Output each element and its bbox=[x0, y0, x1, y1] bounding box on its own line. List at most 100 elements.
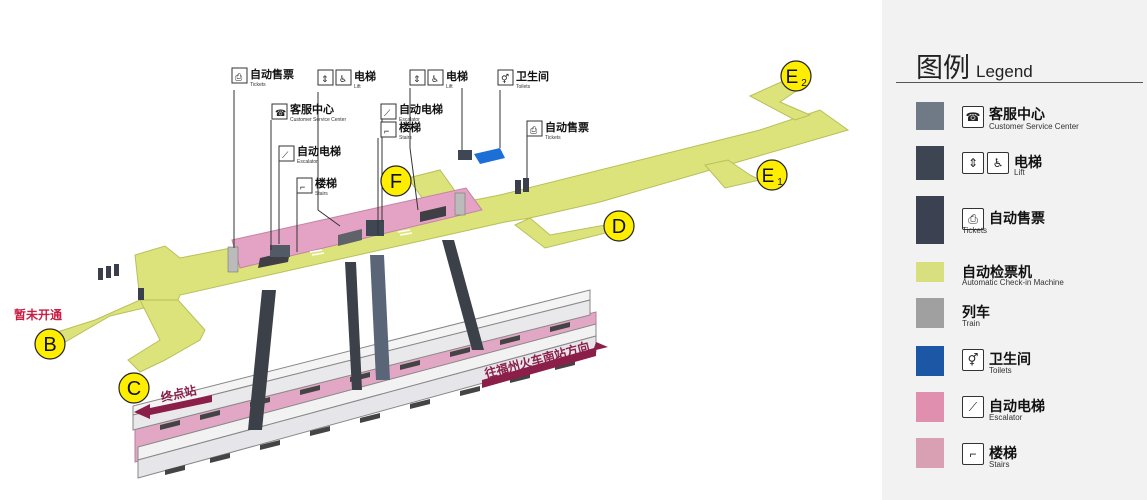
legend-swatch-tickets bbox=[916, 196, 944, 244]
escalator-center bbox=[338, 229, 362, 246]
escalator-icon: ⟋ bbox=[384, 108, 391, 118]
customer-service-icon: ☎ bbox=[275, 108, 286, 118]
station-map: ⎙ 自动售票 Tickets ⇕ ♿ 电梯 Lift ☎ 客服中心 Custom… bbox=[14, 60, 850, 479]
toilet-icon: ⚥ bbox=[962, 349, 984, 371]
entrance-c[interactable]: C bbox=[118, 372, 150, 404]
legend-label-en: Automatic Check-in Machine bbox=[962, 278, 1064, 287]
callout-label-zh: 自动售票 bbox=[250, 67, 294, 81]
ticket-machine-icon: ⎙ bbox=[530, 125, 538, 135]
callout-lines bbox=[233, 88, 528, 252]
callout-label-en: Lift bbox=[446, 84, 453, 90]
legend-label-zh: 卫生间 bbox=[989, 351, 1031, 367]
legend-title-zh: 图例 bbox=[916, 53, 970, 83]
callout-label-en: Stairs bbox=[399, 135, 412, 141]
legend-label-zh: 列车 bbox=[962, 304, 990, 320]
entrance-d[interactable]: D bbox=[603, 210, 635, 242]
callout-label-zh: 自动电梯 bbox=[297, 144, 341, 158]
legend-label-zh: 楼梯 bbox=[989, 445, 1017, 461]
concourse-branch-d bbox=[514, 217, 611, 249]
legend-swatch-customer-service bbox=[916, 102, 944, 130]
legend-swatch-stairs bbox=[916, 438, 944, 468]
concourse-branch-e1 bbox=[704, 159, 762, 189]
stairs-icon: ⌐ bbox=[384, 126, 389, 136]
check-in-gates bbox=[227, 192, 466, 273]
legend-swatch-check-in bbox=[916, 262, 944, 282]
escalator-right bbox=[420, 206, 446, 222]
callout-stairs-left: ⌐ 楼梯 Stairs bbox=[296, 176, 337, 197]
entrance-letter: E bbox=[786, 67, 799, 88]
lift-icon: ⇕ bbox=[413, 74, 421, 84]
legend-label-en: Toilets bbox=[989, 366, 1012, 375]
entrance-letter: E bbox=[762, 166, 775, 187]
legend-label-zh: 电梯 bbox=[1014, 154, 1042, 170]
wheelchair-icon: ♿ bbox=[987, 152, 1009, 174]
toilet-icon: ⚥ bbox=[501, 73, 509, 84]
legend-swatch-lift bbox=[916, 146, 944, 180]
callout-label-zh: 电梯 bbox=[446, 69, 468, 83]
callout-label-zh: 自动售票 bbox=[545, 120, 589, 134]
callout-tickets-left: ⎙ 自动售票 Tickets bbox=[231, 67, 294, 88]
legend-label-en: Customer Service Center bbox=[989, 122, 1079, 131]
callout-label-en: Escalator bbox=[297, 159, 318, 165]
legend-label-en: Lift bbox=[1014, 168, 1025, 177]
lift-box-upper bbox=[458, 150, 472, 160]
callout-label-zh: 电梯 bbox=[354, 69, 376, 83]
callout-label-en: Tickets bbox=[545, 135, 561, 141]
legend-label-zh: 客服中心 bbox=[989, 106, 1045, 122]
concourse-branch-c bbox=[127, 299, 206, 373]
lift-icon: ⇕ bbox=[321, 74, 329, 84]
callout-label-zh: 客服中心 bbox=[289, 102, 334, 116]
toilet-block bbox=[474, 148, 505, 164]
customer-service-icon: ☎ bbox=[962, 106, 984, 128]
callout-toilets: ⚥ 卫生间 Toilets bbox=[497, 69, 549, 90]
entrance-e1[interactable]: E 1 bbox=[756, 159, 788, 191]
callout-lift-left: ⇕ ♿ 电梯 Lift bbox=[317, 69, 376, 90]
callout-customer-service: ☎ 客服中心 Customer Service Center bbox=[271, 102, 346, 123]
entrance-letter: D bbox=[612, 216, 626, 238]
lift-icon: ⇕ bbox=[962, 152, 984, 174]
legend-label-zh: 自动售票 bbox=[989, 210, 1045, 226]
entrance-f[interactable]: F bbox=[380, 165, 412, 197]
wheelchair-icon: ♿ bbox=[339, 74, 347, 84]
ticket-machine-icon: ⎙ bbox=[962, 208, 984, 230]
entrance-letter: F bbox=[390, 171, 402, 193]
legend-label-zh: 自动检票机 bbox=[962, 264, 1032, 280]
platform-level bbox=[132, 289, 597, 479]
customer-service-box bbox=[270, 245, 290, 257]
callout-label-en: Toilets bbox=[516, 84, 531, 90]
ticket-machine-icon: ⎙ bbox=[235, 72, 243, 82]
legend-swatch-escalator bbox=[916, 392, 944, 422]
stairs-icon: ⌐ bbox=[300, 182, 305, 192]
callout-label-en: Escalator bbox=[399, 117, 420, 123]
escalator-shaft-mid bbox=[345, 262, 362, 390]
entrance-subscript: 2 bbox=[801, 78, 807, 89]
entrance-e2[interactable]: E 2 bbox=[780, 60, 812, 92]
legend-swatch-toilets bbox=[916, 346, 944, 376]
entrance-subscript: 1 bbox=[777, 177, 783, 188]
escalator-icon: ⟋ bbox=[282, 150, 289, 160]
callout-label-en: Lift bbox=[354, 84, 361, 90]
callout-label-en: Stairs bbox=[315, 191, 328, 197]
callout-label-en: Tickets bbox=[250, 82, 266, 88]
legend-title-en: Legend bbox=[976, 62, 1033, 81]
callout-tickets-right: ⎙ 自动售票 Tickets bbox=[526, 120, 589, 141]
callout-label-zh: 卫生间 bbox=[516, 69, 549, 83]
stairs-icon: ⌐ bbox=[962, 443, 984, 465]
legend-title: 图例 Legend bbox=[916, 46, 1033, 85]
train-front-body bbox=[137, 335, 597, 479]
escalator-shaft-left bbox=[248, 290, 276, 430]
ticket-machines bbox=[98, 178, 529, 300]
callout-escalator-stairs-mid: ⟋ 自动电梯 Escalator ⌐ 楼梯 Stairs bbox=[380, 102, 443, 141]
legend-label-en: Stairs bbox=[989, 460, 1010, 469]
not-open-notice: 暂未开通 bbox=[14, 307, 62, 322]
legend-swatch-train bbox=[916, 298, 944, 328]
legend-label-en: Train bbox=[962, 319, 980, 328]
lift-box bbox=[366, 220, 384, 236]
platform-connectors bbox=[248, 240, 484, 430]
stairs bbox=[309, 229, 413, 256]
escalator-icon: ⟋ bbox=[962, 396, 984, 418]
callout-lift-right: ⇕ ♿ 电梯 Lift bbox=[409, 69, 468, 90]
entrance-b[interactable]: B bbox=[34, 328, 66, 360]
callout-label-zh: 楼梯 bbox=[399, 120, 421, 134]
